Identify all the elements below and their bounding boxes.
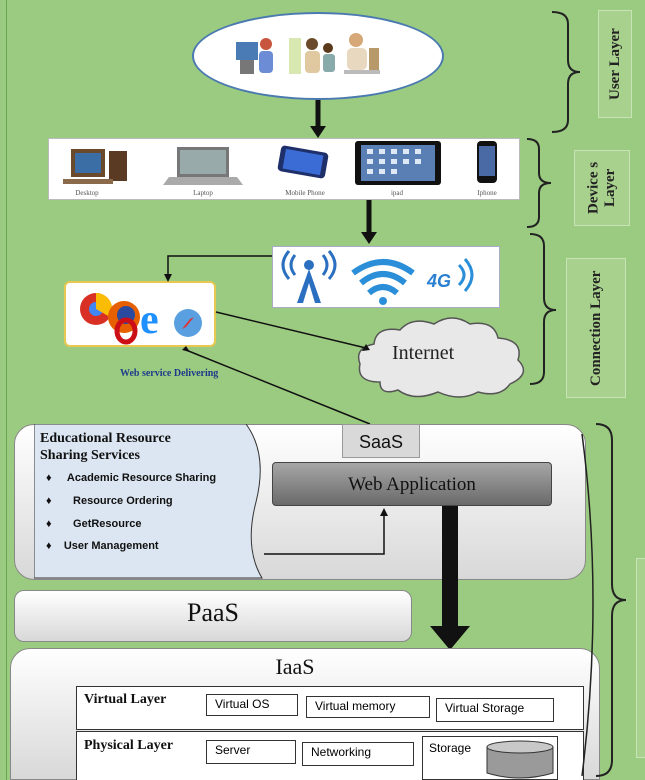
devices-layer-brace <box>526 138 552 228</box>
services-title: Educational Resource Sharing Services <box>40 430 171 464</box>
services-title-line-1: Educational Resource <box>40 431 171 446</box>
user-person-3-icon <box>344 33 380 74</box>
laptop-icon <box>163 147 243 185</box>
service-label-1: Academic Resource Sharing <box>66 472 217 484</box>
cloud-services-brace <box>581 423 627 777</box>
virtual-os-cell: Virtual OS <box>206 694 298 716</box>
connection-layer-brace <box>529 233 557 385</box>
users-ellipse <box>192 12 444 100</box>
frame <box>6 0 645 780</box>
arrow-users-devices <box>310 100 326 138</box>
internet-explorer-icon: e <box>140 297 159 343</box>
saas-label: SaaS <box>342 424 420 458</box>
safari-icon <box>174 309 202 337</box>
connection-icons-box: 4G <box>272 246 500 308</box>
web-application-box: Web Application <box>272 462 552 506</box>
service-item-3: ♦ GetResource <box>46 518 142 530</box>
desktop-icon <box>63 149 127 184</box>
virtual-memory-cell: Virtual memory <box>306 696 430 718</box>
4g-label: 4G <box>427 271 452 291</box>
services-title-line-2: Sharing Services <box>40 448 140 463</box>
internet-cloud <box>357 317 525 398</box>
user-person-1-icon <box>236 38 273 74</box>
devices-strip: Desktop Laptop Mobile Phone ipad Iphone <box>48 138 520 200</box>
virtual-storage-cell: Virtual Storage <box>436 698 554 722</box>
4g-signal-icon <box>457 258 474 292</box>
internet-label: Internet <box>392 342 455 364</box>
server-cell: Server <box>206 740 296 764</box>
mobile-phone-icon <box>277 145 329 179</box>
service-item-1: ♦ Academic Resource Sharing <box>46 472 217 484</box>
physical-layer-label: Physical Layer <box>84 738 174 753</box>
wifi-icon <box>351 259 415 305</box>
svg-text:e: e <box>140 297 159 343</box>
ipad-icon <box>355 141 441 185</box>
user-layer-brace <box>551 11 581 133</box>
opera-icon <box>114 317 138 345</box>
service-label-4: User Management <box>63 540 159 552</box>
iaas-label: IaaS <box>275 654 315 679</box>
device-label-laptop: Laptop <box>193 189 213 197</box>
user-person-2-icon <box>289 38 335 74</box>
virtual-layer-label: Virtual Layer <box>84 692 167 707</box>
networking-cell: Networking <box>302 742 414 766</box>
device-label-desktop: Desktop <box>75 189 99 197</box>
chrome-icon <box>80 292 113 325</box>
connection-layer-label: Connection Layer <box>566 258 626 398</box>
cloud-layer-label-box <box>636 558 645 758</box>
services-to-webapp-arrow <box>264 508 388 555</box>
paas-box <box>14 590 412 642</box>
webapp-to-iaas-arrow <box>430 506 470 650</box>
browsers-box: e <box>64 281 216 347</box>
device-label-iphone: Iphone <box>477 189 497 197</box>
arrow-devices-connection <box>361 200 377 244</box>
storage-label: Storage <box>429 741 472 755</box>
storage-cell: Storage <box>422 736 558 780</box>
device-label-mobile-phone: Mobile Phone <box>285 189 325 197</box>
service-item-4: ♦ User Management <box>46 540 159 552</box>
web-service-label: Web service Delivering <box>120 368 219 379</box>
connection-arrows <box>164 255 371 425</box>
service-item-2: ♦ Resource Ordering <box>46 495 173 507</box>
service-label-3: GetResource <box>73 518 142 530</box>
paas-label: PaaS <box>187 598 239 627</box>
services-panel-shape <box>34 424 263 579</box>
service-label-2: Resource Ordering <box>73 495 173 507</box>
iphone-icon <box>477 141 497 183</box>
database-cylinder-icon <box>486 740 554 779</box>
device-label-ipad: ipad <box>390 189 404 197</box>
antenna-tower-icon <box>281 250 337 303</box>
